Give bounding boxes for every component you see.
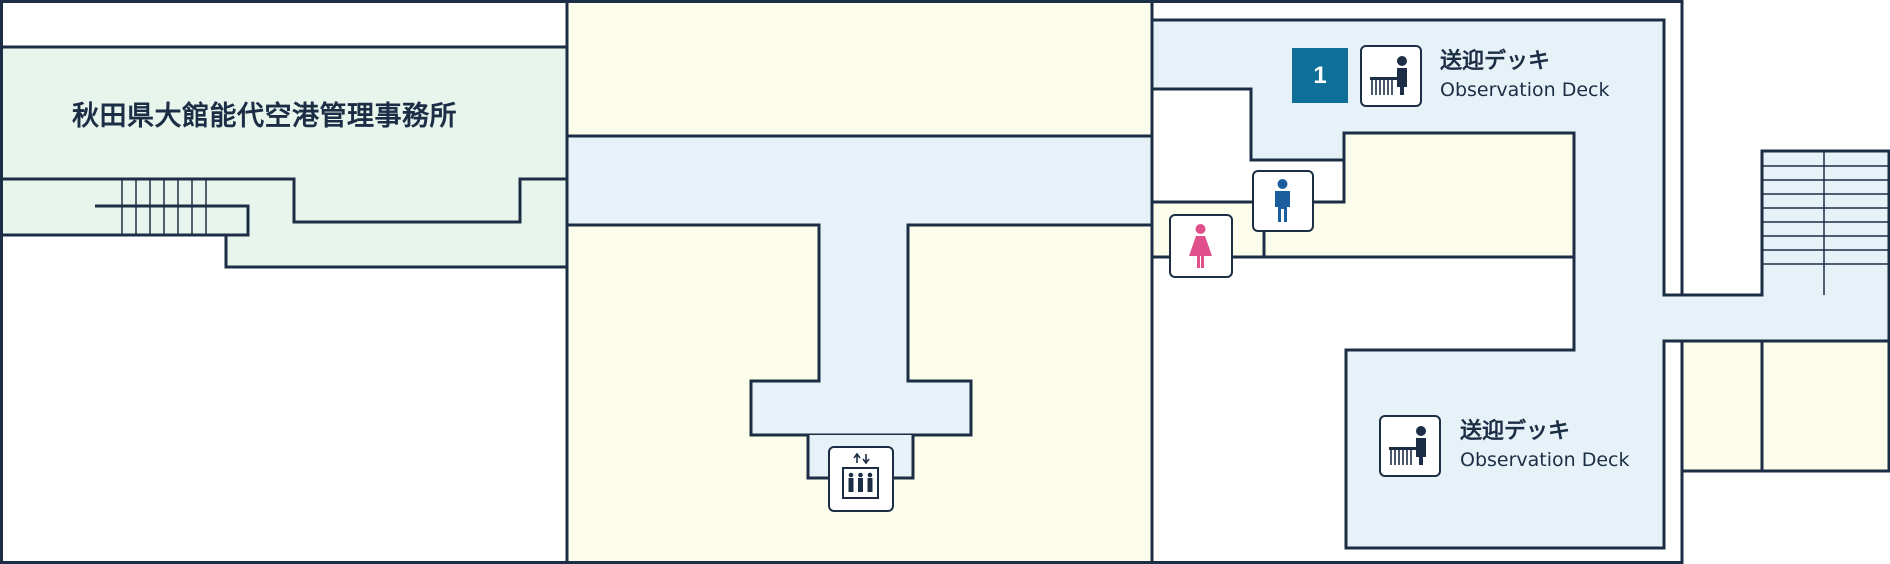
elevator-icon[interactable] [828, 446, 894, 512]
deck-label-1: 送迎デッキ Observation Deck [1440, 49, 1610, 102]
womens-restroom-icon[interactable] [1169, 214, 1233, 278]
deck-label-en: Observation Deck [1460, 449, 1630, 471]
deck-label-2: 送迎デッキ Observation Deck [1460, 419, 1630, 472]
right-room [1680, 339, 1890, 473]
observation-deck-icon[interactable] [1360, 45, 1422, 107]
office-stairs [121, 179, 207, 235]
deck-label-ja: 送迎デッキ [1460, 419, 1571, 444]
deck-corridor [1150, 18, 1890, 550]
office-inner-wall [1, 204, 250, 237]
observation-deck-icon[interactable] [1379, 415, 1441, 477]
right-stairs [1762, 151, 1889, 295]
deck-label-ja: 送迎デッキ [1440, 49, 1551, 74]
office-partition [1, 177, 567, 224]
deck-number-badge: 1 [1292, 48, 1348, 103]
office-label: 秋田県大館能代空港管理事務所 [72, 101, 457, 132]
mens-restroom-icon[interactable] [1252, 170, 1314, 232]
deck-label-en: Observation Deck [1440, 79, 1610, 101]
